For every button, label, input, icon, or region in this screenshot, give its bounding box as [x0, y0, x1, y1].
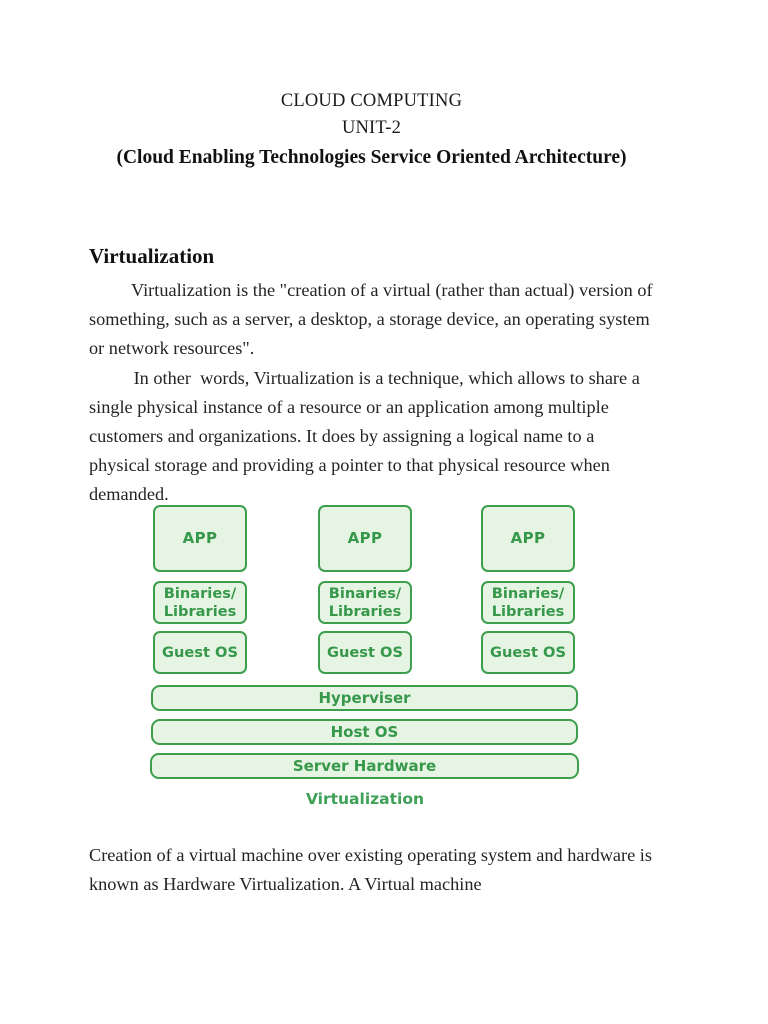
body-text-top: Virtualization is the "creation of a vir… [89, 276, 655, 510]
vm-stack-2: APP Binaries/ Libraries Guest OS [318, 505, 412, 674]
section-heading-virtualization: Virtualization [89, 244, 215, 268]
guest-os-box: Guest OS [153, 631, 247, 674]
app-box: APP [481, 505, 575, 572]
binaries-libraries-box: Binaries/ Libraries [318, 581, 412, 624]
server-hardware-bar: Server Hardware [150, 753, 579, 779]
vm-stack-1: APP Binaries/ Libraries Guest OS [153, 505, 247, 674]
virtualization-diagram: APP Binaries/ Libraries Guest OS APP Bin… [150, 505, 580, 810]
diagram-caption: Virtualization [305, 790, 425, 808]
guest-os-box: Guest OS [318, 631, 412, 674]
virtual-machine-columns: APP Binaries/ Libraries Guest OS APP Bin… [150, 505, 580, 677]
paragraph-2: In other words, Virtualization is a tech… [89, 367, 645, 505]
guest-os-box: Guest OS [481, 631, 575, 674]
document-subtitle: (Cloud Enabling Technologies Service Ori… [116, 147, 627, 168]
paragraph-1: Virtualization is the "creation of a vir… [89, 280, 658, 359]
title-line-1: CLOUD COMPUTING [280, 91, 463, 111]
binaries-libraries-box: Binaries/ Libraries [481, 581, 575, 624]
host-os-bar: Host OS [151, 719, 578, 745]
app-box: APP [153, 505, 247, 572]
document-title-block: CLOUD COMPUTING UNIT-2 (Cloud Enabling T… [89, 88, 654, 174]
paragraph-3: Creation of a virtual machine over exist… [89, 845, 657, 895]
hypervisor-bar: Hyperviser [151, 685, 578, 711]
title-line-2: UNIT-2 [341, 118, 402, 138]
vm-stack-3: APP Binaries/ Libraries Guest OS [481, 505, 575, 674]
platform-layer-bars: Hyperviser Host OS Server Hardware [150, 685, 580, 787]
body-text-bottom: Creation of a virtual machine over exist… [89, 841, 655, 899]
binaries-libraries-box: Binaries/ Libraries [153, 581, 247, 624]
app-box: APP [318, 505, 412, 572]
